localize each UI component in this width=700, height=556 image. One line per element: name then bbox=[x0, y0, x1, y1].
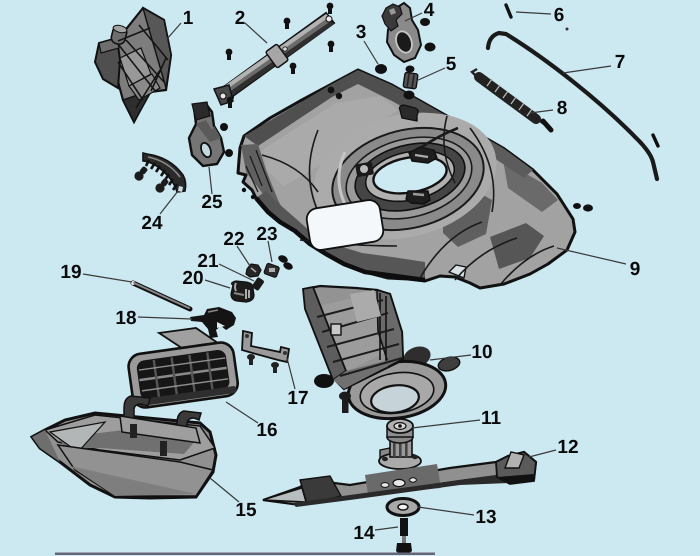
svg-text:19: 19 bbox=[60, 262, 81, 283]
svg-text:1: 1 bbox=[183, 8, 194, 29]
svg-text:4: 4 bbox=[424, 0, 435, 21]
svg-text:6: 6 bbox=[554, 5, 565, 26]
svg-text:12: 12 bbox=[557, 437, 578, 458]
svg-text:23: 23 bbox=[256, 224, 277, 245]
svg-text:5: 5 bbox=[446, 54, 457, 75]
svg-text:25: 25 bbox=[201, 192, 223, 213]
svg-text:15: 15 bbox=[235, 500, 257, 521]
svg-text:9: 9 bbox=[630, 259, 641, 280]
svg-text:3: 3 bbox=[356, 22, 367, 43]
svg-text:2: 2 bbox=[235, 8, 246, 29]
svg-text:11: 11 bbox=[481, 408, 502, 429]
svg-text:21: 21 bbox=[197, 251, 219, 272]
svg-text:10: 10 bbox=[471, 342, 492, 363]
svg-text:24: 24 bbox=[141, 213, 163, 234]
svg-text:13: 13 bbox=[475, 507, 496, 528]
svg-text:8: 8 bbox=[557, 98, 568, 119]
svg-text:18: 18 bbox=[115, 308, 136, 329]
svg-text:14: 14 bbox=[353, 523, 375, 544]
svg-text:17: 17 bbox=[287, 388, 308, 409]
svg-text:16: 16 bbox=[256, 420, 277, 441]
svg-text:22: 22 bbox=[223, 229, 244, 250]
svg-text:7: 7 bbox=[615, 52, 626, 73]
svg-text:20: 20 bbox=[182, 268, 203, 289]
